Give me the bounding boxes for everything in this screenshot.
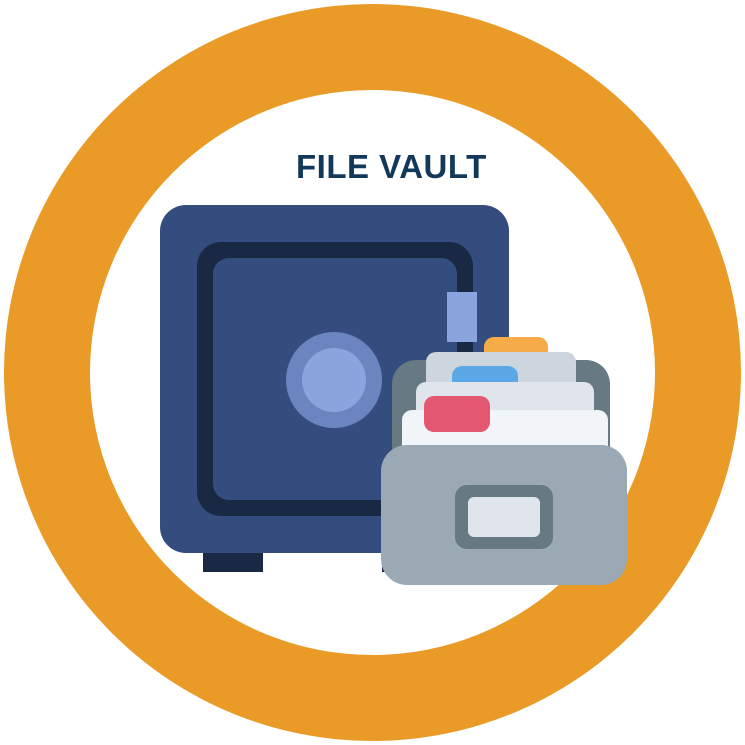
card-file-box-icon [381, 337, 627, 585]
tab-red [424, 396, 490, 432]
badge-title: FILE VAULT [296, 148, 487, 185]
drawer-label [468, 497, 540, 537]
safe-dial-inner [302, 348, 366, 412]
safe-handle [447, 292, 477, 342]
